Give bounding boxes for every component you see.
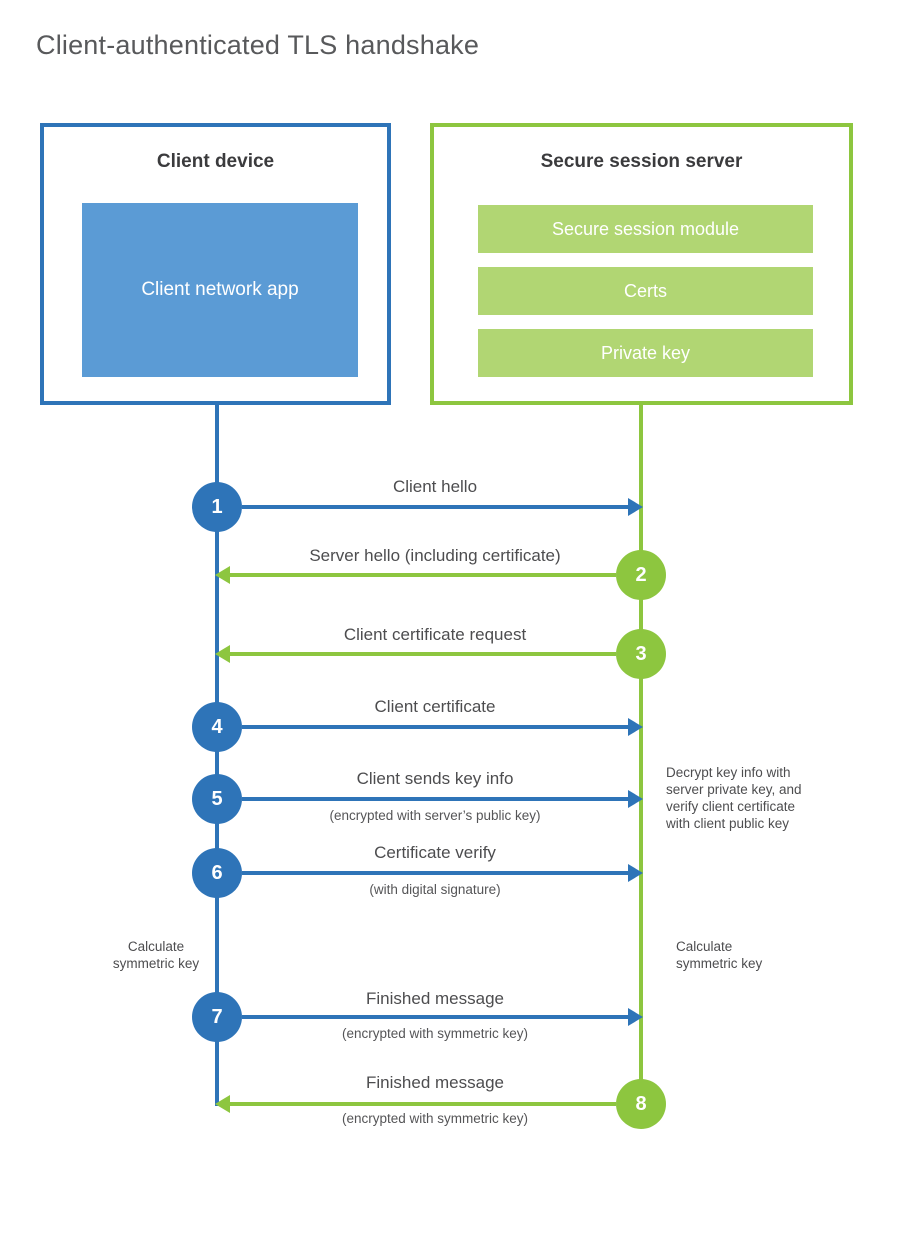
step-3-arrowhead-icon xyxy=(215,645,230,663)
decrypt-note-line: with client public key xyxy=(666,816,790,831)
step-4-arrowhead-icon xyxy=(628,718,643,736)
step-1-arrow xyxy=(242,505,628,509)
step-7-sublabel: (encrypted with symmetric key) xyxy=(341,1026,529,1041)
step-8-sublabel: (encrypted with symmetric key) xyxy=(341,1111,529,1126)
step-8-arrow xyxy=(230,1102,616,1106)
step-2-label: Server hello (including certificate) xyxy=(309,546,561,565)
step-6-circle: 6 xyxy=(192,848,242,898)
calc-note-line: symmetric key xyxy=(676,956,763,971)
step-1-label: Client hello xyxy=(392,477,478,496)
step-7-arrow xyxy=(242,1015,628,1019)
step-5-arrowhead-icon xyxy=(628,790,643,808)
step-3-label: Client certificate request xyxy=(343,625,527,644)
client-network-app-box: Client network app xyxy=(82,203,358,377)
step-4-arrow xyxy=(242,725,628,729)
decrypt-note-line: server private key, and xyxy=(666,782,802,797)
step-5-label: Client sends key info xyxy=(356,769,514,788)
step-2-arrow xyxy=(230,573,616,577)
server-lifeline xyxy=(639,405,643,1104)
calculate-symmetric-key-client-note: Calculate symmetric key xyxy=(76,938,236,972)
step-6-label: Certificate verify xyxy=(374,843,496,862)
step-8-arrowhead-icon xyxy=(215,1095,230,1113)
step-3-circle: 3 xyxy=(616,629,666,679)
step-8-circle: 8 xyxy=(616,1079,666,1129)
secure-session-server-title: Secure session server xyxy=(540,151,743,172)
step-5-arrow xyxy=(242,797,628,801)
step-6-sublabel: (with digital signature) xyxy=(369,882,501,897)
secure-session-server-box: Secure session server Secure session mod… xyxy=(430,123,853,405)
calculate-symmetric-key-server-note: Calculate symmetric key xyxy=(676,938,836,972)
server-module-secure-session: Secure session module xyxy=(478,205,813,253)
step-6-arrowhead-icon xyxy=(628,864,643,882)
step-2-circle: 2 xyxy=(616,550,666,600)
step-3-arrow xyxy=(230,652,616,656)
client-lifeline xyxy=(215,405,219,1106)
step-1-arrowhead-icon xyxy=(628,498,643,516)
calc-note-line: Calculate xyxy=(127,939,185,954)
step-4-label: Client certificate xyxy=(374,697,496,716)
step-5-circle: 5 xyxy=(192,774,242,824)
step-7-circle: 7 xyxy=(192,992,242,1042)
page-title: Client-authenticated TLS handshake xyxy=(36,30,480,60)
calc-note-line: Calculate xyxy=(676,939,733,954)
step-7-arrowhead-icon xyxy=(628,1008,643,1026)
step-2-arrowhead-icon xyxy=(215,566,230,584)
client-device-title: Client device xyxy=(156,151,275,172)
client-network-app-label: Client network app xyxy=(141,279,299,301)
step-6-arrow xyxy=(242,871,628,875)
client-device-box: Client device Client network app xyxy=(40,123,391,405)
step-8-label: Finished message xyxy=(366,1073,504,1092)
calc-note-line: symmetric key xyxy=(112,956,200,971)
server-module-private-key: Private key xyxy=(478,329,813,377)
decrypt-note-line: Decrypt key info with xyxy=(666,765,791,780)
step-4-circle: 4 xyxy=(192,702,242,752)
step-7-label: Finished message xyxy=(366,989,504,1008)
server-module-certs: Certs xyxy=(478,267,813,315)
step-1-circle: 1 xyxy=(192,482,242,532)
step-5-sublabel: (encrypted with server’s public key) xyxy=(329,808,541,823)
decrypt-key-note: Decrypt key info with server private key… xyxy=(666,764,846,832)
decrypt-note-line: verify client certificate xyxy=(666,799,796,814)
